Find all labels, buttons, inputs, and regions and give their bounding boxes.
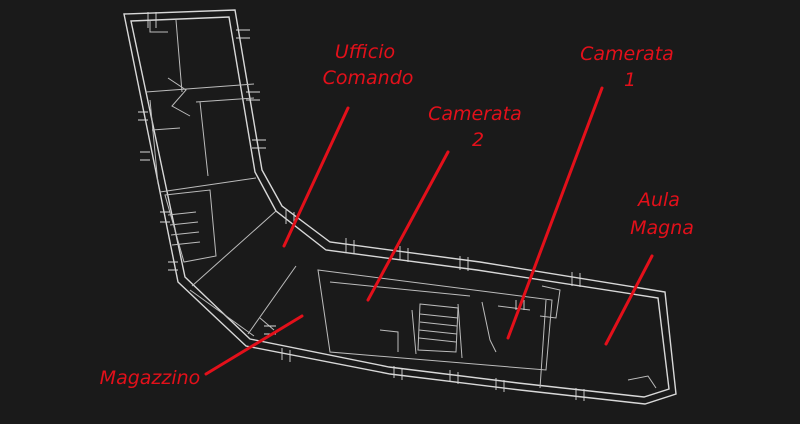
label-camerata-1: Camerata 1: [580, 43, 680, 91]
leader-camerata-2: [366, 150, 450, 302]
label-ufficio-comando: Ufficio Comando: [323, 41, 414, 89]
leader-camerata-1: [506, 86, 604, 340]
label-aula-magna-line1: Aula: [636, 189, 680, 211]
label-magazzino-line1: Magazzino: [100, 367, 201, 389]
label-camerata-1-line2: 1: [624, 69, 636, 91]
label-camerata-1-line1: Camerata: [580, 43, 674, 65]
leader-lines: [204, 86, 654, 376]
window-marks: [138, 12, 585, 401]
building-walls: [123, 9, 677, 405]
label-camerata-2-line1: Camerata: [428, 103, 522, 125]
label-ufficio-comando-line1: Ufficio: [335, 41, 395, 63]
label-aula-magna-line2: Magna: [630, 217, 694, 239]
leader-aula-magna: [604, 254, 654, 346]
label-camerata-2-line2: 2: [472, 129, 484, 151]
leader-ufficio-comando: [282, 106, 350, 248]
room-labels: Ufficio Comando Camerata 2 Camerata 1 Au…: [100, 41, 694, 389]
label-ufficio-comando-line2: Comando: [323, 67, 414, 89]
label-magazzino: Magazzino: [100, 367, 201, 389]
label-camerata-2: Camerata 2: [428, 103, 528, 151]
label-aula-magna: Aula Magna: [630, 189, 694, 239]
leader-magazzino: [204, 314, 304, 376]
